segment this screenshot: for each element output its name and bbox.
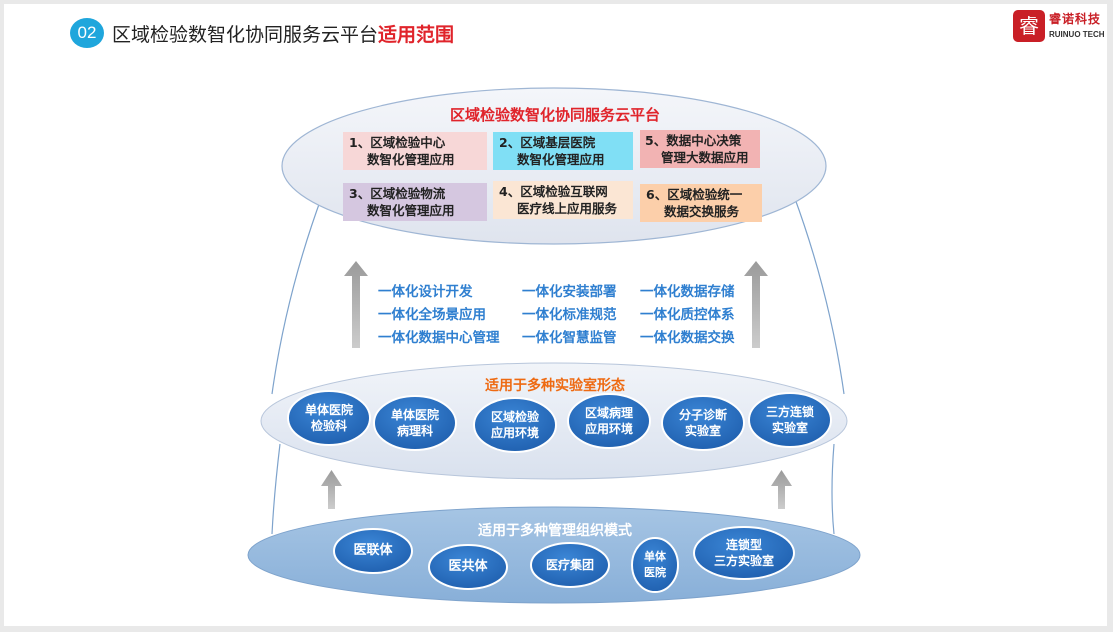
lab-node-4-label: 区域病理 应用环境: [568, 405, 650, 437]
feature-design: 一体化设计开发: [378, 284, 473, 300]
feature-standard: 一体化标准规范: [522, 307, 617, 323]
feature-datacenter: 一体化数据中心管理: [378, 330, 500, 346]
org-node-1: [333, 528, 413, 574]
feature-exchange: 一体化数据交换: [640, 330, 735, 346]
page-title: 区域检验数智化协同服务云平台适用范围: [112, 20, 454, 47]
module-box-5: 5、数据中心决策 管理大数据应用: [640, 130, 760, 168]
arrow-up-right-large: [744, 261, 768, 348]
lab-node-5-line1: 分子诊断: [678, 408, 727, 422]
left-connector-upper: [271, 195, 323, 395]
right-connector-lower: [831, 443, 835, 535]
top-oval-title: 区域检验数智化协同服务云平台: [449, 106, 660, 124]
module-box-3-line1: 3、区域检验物流: [349, 186, 446, 201]
lab-node-6-line2: 实验室: [771, 421, 808, 435]
org-node-2-label: 医共体: [429, 559, 507, 575]
logo-cn-text: 睿诺科技: [1049, 12, 1102, 26]
page-title-highlight: 适用范围: [378, 24, 455, 46]
org-node-3-line1: 医疗集团: [545, 558, 594, 572]
bottom-oval-title: 适用于多种管理组织模式: [478, 523, 632, 539]
right-connector-upper: [793, 195, 845, 395]
module-box-4: 4、区域检验互联网 医疗线上应用服务: [493, 181, 633, 219]
lab-node-1-line1: 单体医院: [304, 403, 353, 417]
lab-node-5: [661, 395, 745, 451]
module-box-2-line2: 数智化管理应用: [517, 152, 605, 167]
module-box-1-line1: 1、区域检验中心: [349, 135, 446, 150]
org-node-5-line1: 连锁型: [725, 538, 762, 552]
lab-node-3-line2: 应用环境: [490, 426, 539, 440]
module-box-3: 3、区域检验物流 数智化管理应用: [343, 183, 487, 221]
module-box-4-line1: 4、区域检验互联网: [499, 184, 608, 199]
module-box-6: 6、区域检验统一 数据交换服务: [640, 184, 762, 222]
lab-node-2-label: 单体医院 病理科: [374, 407, 456, 439]
org-node-4-line2: 医院: [644, 566, 666, 579]
org-node-2: [428, 544, 508, 590]
module-box-2-line1: 2、区域基层医院: [499, 135, 596, 150]
module-box-2: 2、区域基层医院 数智化管理应用: [493, 132, 633, 170]
module-box-4-line2: 医疗线上应用服务: [517, 201, 618, 216]
lab-node-6-label: 三方连锁 实验室: [749, 404, 831, 436]
logo-en-text: RUINUO TECH: [1049, 30, 1105, 39]
feature-quality: 一体化质控体系: [640, 307, 735, 323]
org-node-2-line1: 医共体: [448, 559, 488, 574]
feature-supervision: 一体化智慧监管: [522, 330, 617, 346]
org-node-5-label: 连锁型 三方实验室: [694, 537, 794, 569]
lab-node-1-label: 单体医院 检验科: [288, 402, 370, 434]
lab-node-1-line2: 检验科: [310, 419, 347, 433]
lab-node-6-line1: 三方连锁: [765, 405, 814, 419]
module-box-1-line2: 数智化管理应用: [367, 152, 455, 167]
lab-node-5-label: 分子诊断 实验室: [662, 407, 744, 439]
arrow-up-right-small: [771, 470, 792, 509]
feature-install: 一体化安装部署: [522, 284, 617, 300]
lab-node-1: [287, 390, 371, 446]
lab-node-3-label: 区域检验 应用环境: [474, 409, 556, 441]
module-box-1: 1、区域检验中心 数智化管理应用: [343, 132, 487, 170]
lab-node-4-line2: 应用环境: [584, 422, 633, 436]
module-box-3-line2: 数智化管理应用: [367, 203, 455, 218]
page-title-main: 区域检验数智化协同服务云平台: [112, 24, 379, 46]
feature-storage: 一体化数据存储: [640, 284, 735, 300]
arrow-up-left-large: [344, 261, 368, 348]
org-node-4-label: 单体 医院: [632, 549, 678, 581]
org-node-4-line1: 单体: [644, 550, 666, 563]
company-logo: 睿 睿诺科技 RUINUO TECH: [1013, 8, 1105, 46]
arrow-up-left-small: [321, 470, 342, 509]
module-box-6-line1: 6、区域检验统一: [646, 187, 743, 202]
org-node-3-label: 医疗集团: [531, 557, 609, 573]
lab-node-4-line1: 区域病理: [584, 406, 633, 420]
module-box-5-line1: 5、数据中心决策: [645, 133, 742, 148]
lab-node-6: [748, 392, 832, 448]
module-box-6-line2: 数据交换服务: [664, 204, 740, 219]
lab-node-5-line2: 实验室: [684, 424, 721, 438]
org-node-1-label: 医联体: [334, 543, 412, 559]
slide: 02 区域检验数智化协同服务云平台适用范围 睿 睿诺科技 RUINUO TECH: [4, 4, 1107, 626]
left-connector-lower: [271, 443, 281, 535]
lab-node-2-line2: 病理科: [396, 424, 433, 438]
org-node-5-line2: 三方实验室: [713, 554, 774, 568]
org-node-4: [631, 537, 679, 593]
org-node-1-line1: 医联体: [353, 543, 393, 558]
org-node-5: [693, 526, 795, 580]
module-box-5-line2: 管理大数据应用: [661, 150, 749, 165]
section-number-badge: 02: [70, 18, 104, 48]
feature-scenario: 一体化全场景应用: [378, 307, 486, 323]
lab-node-2-line1: 单体医院: [390, 408, 439, 422]
lab-node-2: [373, 395, 457, 451]
org-node-3: [530, 542, 610, 588]
middle-oval-title: 适用于多种实验室形态: [485, 378, 625, 394]
lab-node-4: [567, 393, 651, 449]
lab-node-3-line1: 区域检验: [490, 410, 539, 424]
lab-node-3: [473, 397, 557, 453]
logo-seal-icon: 睿: [1013, 10, 1045, 42]
